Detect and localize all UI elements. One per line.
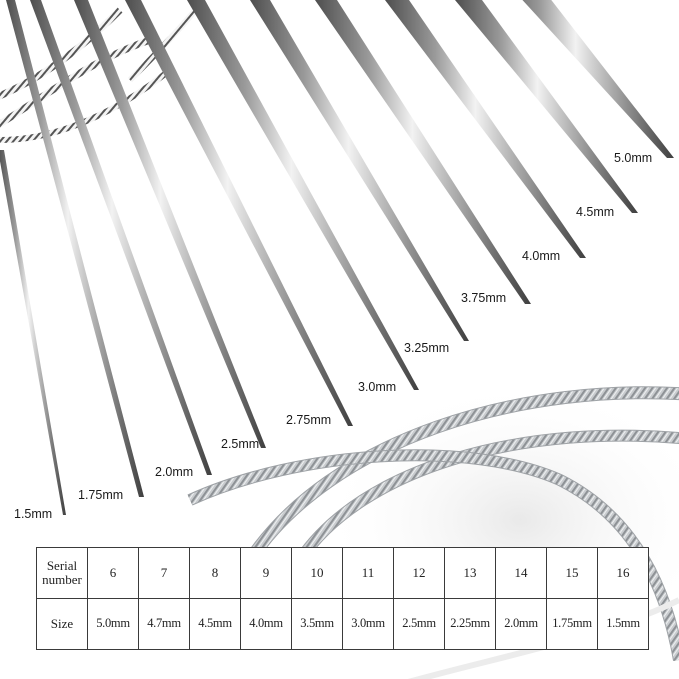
serial-cell: 16	[597, 547, 649, 599]
size-header: Size	[36, 598, 88, 650]
needles	[0, 0, 674, 515]
size-cell: 4.7mm	[138, 598, 190, 650]
needle-label-4-5mm: 4.5mm	[576, 205, 615, 219]
size-row: Size 5.0mm 4.7mm 4.5mm 4.0mm 3.5mm 3.0mm…	[36, 598, 649, 650]
size-cell: 3.5mm	[291, 598, 343, 650]
size-table: Serial number 6 7 8 9 10 11 12 13 14 15 …	[36, 547, 649, 650]
serial-cell: 11	[342, 547, 394, 599]
serial-cell: 13	[444, 547, 496, 599]
needle-label-2-0mm: 2.0mm	[155, 465, 194, 479]
serial-cell: 10	[291, 547, 343, 599]
size-cell: 2.25mm	[444, 598, 496, 650]
serial-number-row: Serial number 6 7 8 9 10 11 12 13 14 15 …	[36, 547, 649, 599]
needle-label-5-0mm: 5.0mm	[614, 151, 653, 165]
serial-cell: 7	[138, 547, 190, 599]
size-cell: 1.5mm	[597, 598, 649, 650]
size-cell: 1.75mm	[546, 598, 598, 650]
serial-number-header: Serial number	[36, 547, 88, 599]
size-cell: 3.0mm	[342, 598, 394, 650]
serial-cell: 8	[189, 547, 241, 599]
needle-label-3-25mm: 3.25mm	[404, 341, 450, 355]
size-cell: 2.5mm	[393, 598, 445, 650]
serial-cell: 6	[87, 547, 139, 599]
needle-label-3-75mm: 3.75mm	[461, 291, 507, 305]
needle-label-1-5mm: 1.5mm	[14, 507, 53, 521]
needle-label-4-0mm: 4.0mm	[522, 249, 561, 263]
size-cell: 5.0mm	[87, 598, 139, 650]
needle-label-3-0mm: 3.0mm	[358, 380, 397, 394]
serial-cell: 12	[393, 547, 445, 599]
serial-cell: 15	[546, 547, 598, 599]
size-cell: 4.5mm	[189, 598, 241, 650]
serial-cell: 14	[495, 547, 547, 599]
needle-label-2-5mm: 2.5mm	[221, 437, 260, 451]
size-cell: 4.0mm	[240, 598, 292, 650]
needle-label-2-75mm: 2.75mm	[286, 413, 332, 427]
needle-label-1-75mm: 1.75mm	[78, 488, 124, 502]
size-cell: 2.0mm	[495, 598, 547, 650]
serial-cell: 9	[240, 547, 292, 599]
